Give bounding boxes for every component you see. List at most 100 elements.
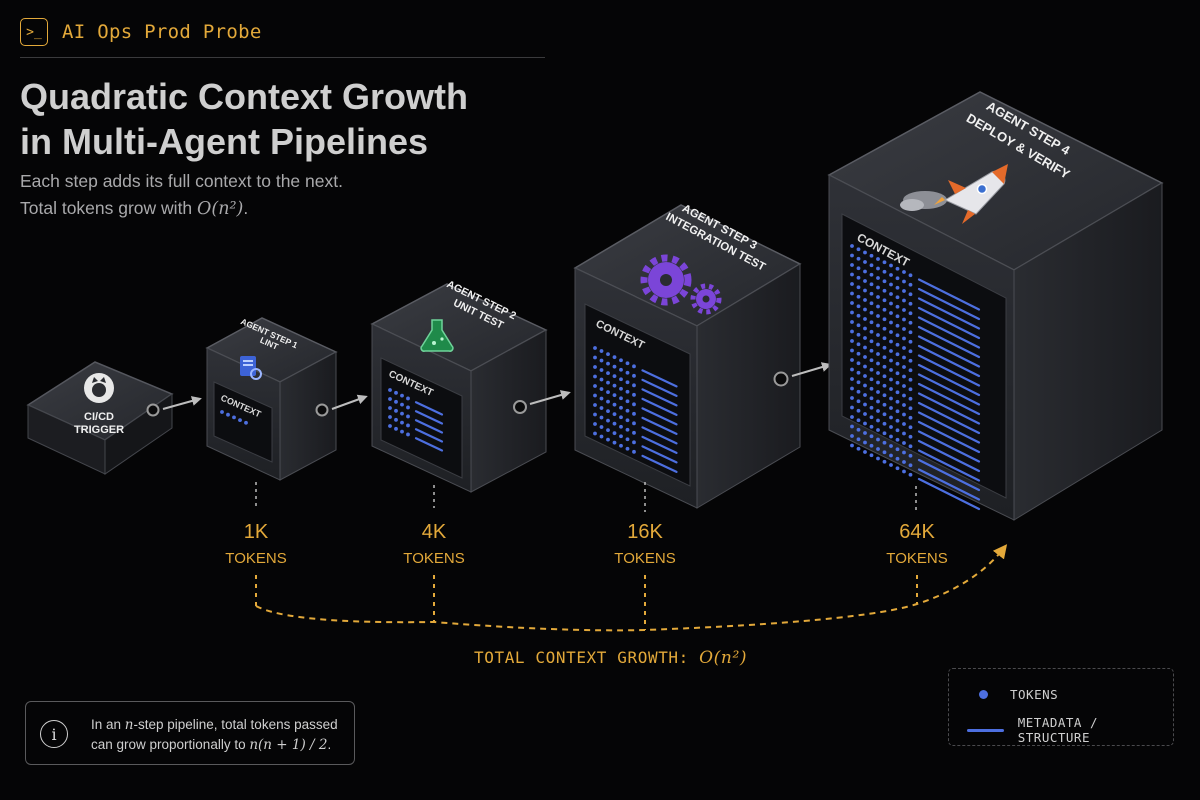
- token-dot: [863, 383, 867, 388]
- token-dot: [882, 364, 887, 369]
- legend: TOKENS METADATA / STRUCTURE: [948, 668, 1174, 746]
- token-dot: [612, 402, 617, 407]
- metadata-line: [414, 428, 444, 443]
- step3-tokens-value: 16K: [627, 521, 663, 543]
- token-dot: [895, 266, 900, 271]
- token-dot: [619, 405, 623, 410]
- token-dot: [619, 434, 623, 439]
- gears-icon: [640, 254, 722, 315]
- token-dot: [876, 428, 880, 432]
- trigger-label-1: CI/CD: [84, 411, 114, 423]
- metadata-line: [917, 278, 981, 311]
- token-dot: [889, 387, 893, 391]
- token-dot: [869, 434, 874, 439]
- token-dot: [850, 415, 854, 419]
- token-dot: [856, 446, 861, 451]
- token-dot: [632, 411, 636, 416]
- token-dot: [908, 339, 913, 344]
- token-dot: [606, 418, 610, 423]
- token-dot: [895, 285, 900, 290]
- note-line2-suffix: .: [327, 737, 332, 752]
- context-token-visuals: [220, 244, 981, 511]
- token-dot: [856, 304, 861, 309]
- token-dot: [599, 434, 604, 439]
- legend-row-tokens: TOKENS: [967, 687, 1058, 702]
- token-dot: [599, 415, 604, 420]
- token-dot: [625, 437, 630, 442]
- token-dot: [850, 377, 854, 381]
- token-dot: [856, 332, 861, 337]
- token-dot: [632, 392, 636, 397]
- metadata-line: [917, 392, 981, 425]
- token-dot: [863, 431, 867, 435]
- token-dot: [869, 367, 874, 372]
- title-line-1: Quadratic Context Growth: [20, 76, 469, 117]
- document-search-icon: [240, 356, 262, 380]
- token-dot: [632, 440, 636, 445]
- token-dot: [863, 260, 867, 264]
- token-dot: [889, 453, 893, 458]
- token-dot: [895, 466, 900, 471]
- token-dot: [238, 418, 242, 422]
- token-dot: [406, 414, 410, 419]
- token-dot: [850, 405, 854, 410]
- token-dot: [606, 352, 610, 357]
- token-dot: [394, 390, 398, 395]
- token-dot: [908, 406, 913, 411]
- note-text: In an n-step pipeline, total tokens pass…: [91, 715, 351, 755]
- token-dot: [856, 275, 861, 280]
- subtitle-line-2-prefix: Total tokens grow with: [20, 198, 198, 218]
- token-dot: [400, 402, 404, 407]
- token-dot: [902, 355, 906, 360]
- token-dot: [632, 402, 636, 407]
- token-dot: [882, 374, 887, 379]
- token-dot: [882, 269, 887, 274]
- token-dot: [869, 272, 874, 277]
- token-dot: [902, 403, 906, 407]
- subtitle-math: O(n²): [197, 199, 244, 219]
- token-dot: [902, 308, 906, 312]
- token-dot: [863, 412, 867, 416]
- growth-curve: [255, 544, 1008, 632]
- subtitle-line-2-suffix: .: [243, 198, 249, 218]
- token-dot: [850, 424, 854, 429]
- metadata-line: [917, 373, 981, 406]
- metadata-line: [641, 378, 678, 397]
- page-title: Quadratic Context Growth in Multi-Agent …: [20, 74, 540, 164]
- token-dot: [895, 352, 900, 357]
- token-dot: [632, 430, 636, 435]
- token-dot: [869, 339, 874, 344]
- token-dot: [908, 311, 913, 316]
- token-dot: [599, 396, 604, 401]
- token-dot: [882, 355, 887, 360]
- metadata-line: [917, 401, 981, 435]
- token-dot: [850, 320, 854, 324]
- token-dot: [876, 304, 880, 309]
- token-dot: [869, 386, 874, 391]
- token-dot: [856, 370, 861, 375]
- token-dot: [895, 437, 900, 442]
- token-dot: [612, 421, 617, 426]
- step4-side-face: [1013, 182, 1163, 521]
- token-dot: [394, 417, 398, 422]
- token-dot: [593, 403, 597, 407]
- token-dot: [863, 440, 867, 445]
- step1-context-panel: [213, 381, 273, 463]
- token-dot: [895, 418, 900, 423]
- step3-port: [773, 371, 789, 387]
- token-dot: [889, 444, 893, 448]
- token-dot: [625, 389, 630, 394]
- token-dot: [895, 390, 900, 395]
- trigger-port: [146, 403, 160, 417]
- metadata-line: [641, 435, 678, 454]
- metadata-line: [641, 369, 678, 388]
- step2-port: [513, 400, 527, 414]
- token-dot: [902, 374, 906, 379]
- info-note: i In an n-step pipeline, total tokens pa…: [25, 701, 355, 765]
- metadata-line: [917, 430, 981, 463]
- token-dot: [612, 364, 617, 369]
- token-dot: [869, 453, 874, 458]
- token-dot: [902, 270, 906, 274]
- token-dot: [882, 288, 887, 293]
- token-dot: [599, 368, 604, 372]
